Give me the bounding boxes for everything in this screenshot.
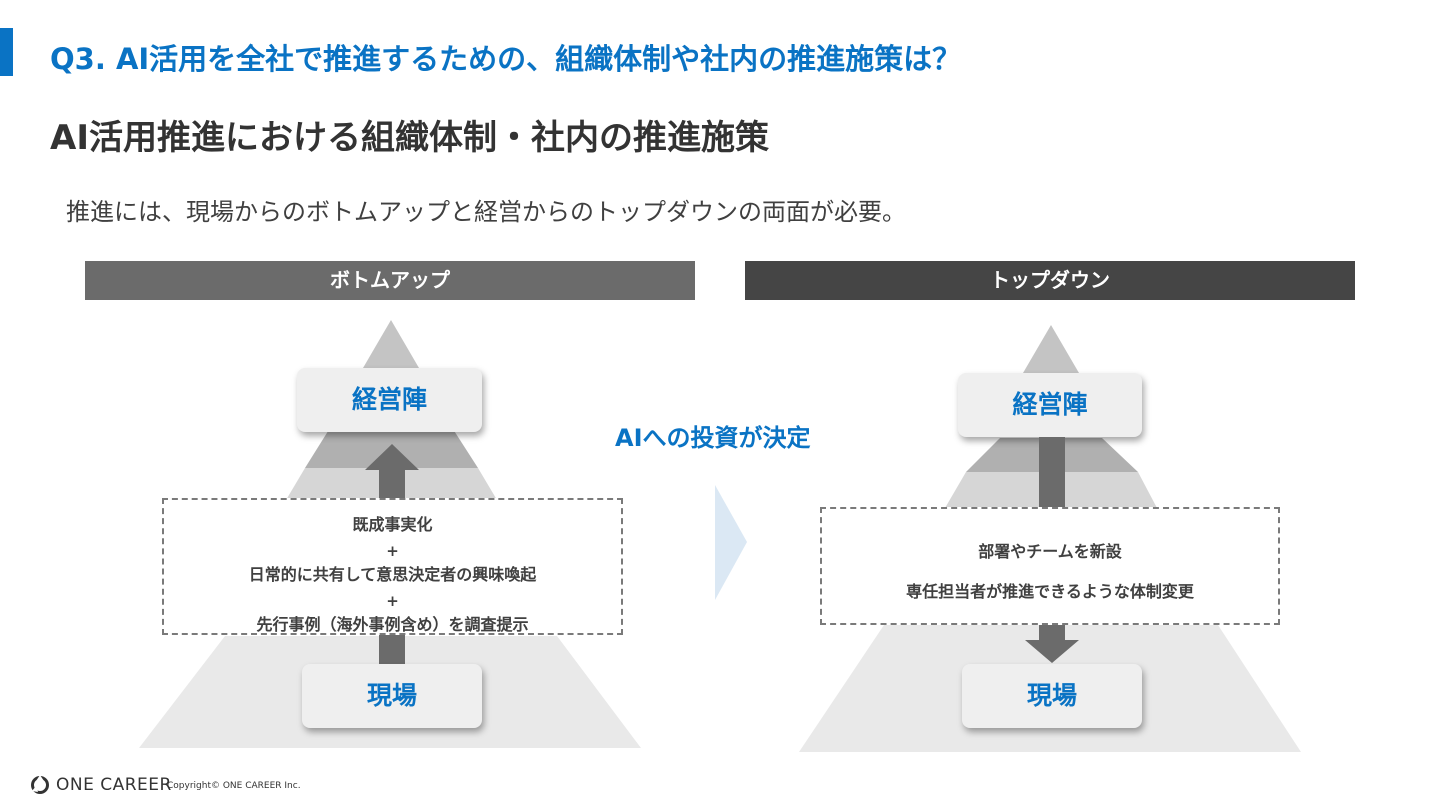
bottom-up-field-card: 現場 — [302, 664, 482, 728]
lead-text: 推進には、現場からのボトムアップと経営からのトップダウンの両面が必要。 — [66, 198, 906, 226]
arrow-up-shaft-lower — [379, 634, 405, 664]
initiative-item: 既成事実化 — [352, 515, 433, 534]
copyright-text: Copyright© ONE CAREER Inc. — [167, 781, 301, 791]
initiative-item: 先行事例（海外事例含め）を調査提示 — [256, 615, 529, 634]
bottom-up-initiatives: 既成事実化 + 日常的に共有して意思決定者の興味喚起 + 先行事例（海外事例含め… — [162, 498, 623, 635]
initiative-item: 日常的に共有して意思決定者の興味喚起 — [248, 565, 537, 584]
brand-name: ONE CAREER — [56, 775, 172, 795]
one-career-logo-icon — [31, 775, 49, 794]
initiative-item: 部署やチームを新設 — [978, 542, 1122, 561]
pyramid-tier-1 — [363, 320, 419, 368]
top-down-field-card: 現場 — [962, 664, 1142, 728]
arrow-up-icon — [365, 444, 419, 470]
chevron-right-icon — [715, 485, 747, 600]
arrow-down-icon — [1025, 640, 1079, 663]
investment-decision-label: AIへの投資が決定 — [615, 424, 811, 452]
accent-bar — [0, 28, 13, 76]
pyramid-tier-1 — [1023, 325, 1079, 373]
initiative-item: 専任担当者が推進できるような体制変更 — [906, 582, 1194, 601]
bottom-up-management-card: 経営陣 — [297, 368, 482, 432]
plus-separator: + — [386, 542, 399, 560]
top-down-header: トップダウン — [745, 261, 1355, 300]
page-title: AI活用推進における組織体制・社内の推進施策 — [50, 118, 769, 158]
plus-separator: + — [386, 592, 399, 610]
question-title: Q3. AI活用を全社で推進するための、組織体制や社内の推進施策は？ — [50, 42, 962, 76]
bottom-up-header: ボトムアップ — [85, 261, 695, 300]
arrow-up-shaft — [379, 470, 405, 500]
arrow-down-shaft — [1039, 437, 1065, 509]
top-down-management-card: 経営陣 — [958, 373, 1142, 437]
top-down-initiatives: 部署やチームを新設 専任担当者が推進できるような体制変更 — [820, 507, 1280, 625]
arrow-down-shaft-lower — [1039, 624, 1065, 640]
